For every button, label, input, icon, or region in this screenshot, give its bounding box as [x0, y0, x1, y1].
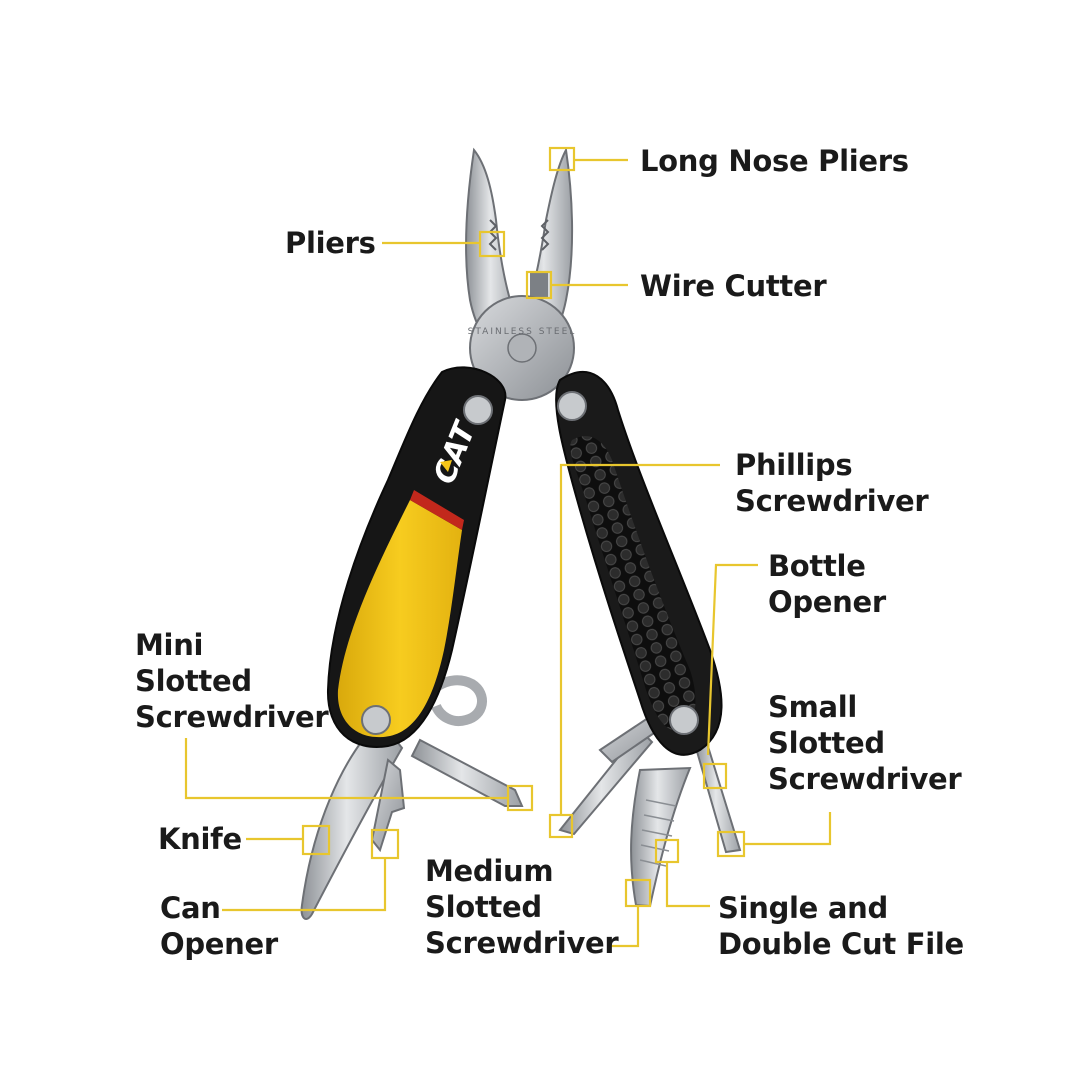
callout-small-slotted-screwdriver: [702, 762, 832, 858]
file-icon: [630, 766, 692, 908]
left-handle-rivet-top: [463, 395, 493, 425]
label-knife: Knife: [158, 822, 242, 856]
label-bottle-opener: Bottle Opener: [768, 549, 886, 619]
left-handle-red-stripe: [410, 490, 464, 530]
right-handle-rivet-bottom: [669, 705, 699, 735]
pivot-center: [507, 333, 537, 363]
left-tools: [300, 675, 524, 920]
label-single-double-cut-file: Single and Double Cut File: [718, 891, 964, 961]
left-handle-rivet-bottom: [361, 705, 391, 735]
left-handle-yellow-panel: [337, 500, 462, 738]
label-can-opener: Can Opener: [160, 891, 278, 961]
label-phillips-screwdriver: Phillips Screwdriver: [735, 448, 929, 518]
callout-long-nose-pliers: [548, 146, 628, 172]
left-handle: CAT: [326, 366, 507, 748]
callouts: [184, 146, 832, 948]
callout-knife: [246, 824, 331, 856]
right-handle: [555, 370, 723, 756]
label-wire-cutter: Wire Cutter: [640, 269, 827, 303]
label-small-slotted-screwdriver: Small Slotted Screwdriver: [768, 690, 962, 796]
knife-blade-icon: [300, 718, 404, 920]
callout-bottle-opener: [706, 563, 758, 756]
label-mini-slotted-screwdriver: Mini Slotted Screwdriver: [135, 628, 329, 734]
label-long-nose-pliers: Long Nose Pliers: [640, 144, 909, 178]
label-pliers: Pliers: [285, 226, 376, 260]
right-handle-grip-pattern: [570, 436, 696, 731]
callout-can-opener: [222, 828, 400, 912]
blade-stamp-text: STAINLESS STEEL: [468, 327, 577, 337]
label-medium-slotted-screwdriver: Medium Slotted Screwdriver: [425, 854, 619, 960]
callout-pliers: [382, 230, 506, 258]
file-texture: [639, 799, 677, 867]
callout-phillips-screwdriver: [548, 463, 720, 839]
mini-screwdriver-icon: [410, 738, 524, 807]
right-handle-rivet-top: [557, 391, 587, 421]
right-tools: [558, 708, 742, 908]
callout-medium-slotted-screwdriver: [608, 878, 652, 948]
callout-single-double-cut-file: [654, 838, 710, 908]
phillips-screwdriver-icon: [558, 728, 654, 836]
wire-cutter-notch: [530, 272, 548, 298]
cat-logo-triangle: [440, 460, 452, 472]
callout-wire-cutter: [525, 270, 628, 300]
callout-mini-slotted-screwdriver: [184, 738, 534, 812]
pliers-serrations: [488, 219, 550, 251]
